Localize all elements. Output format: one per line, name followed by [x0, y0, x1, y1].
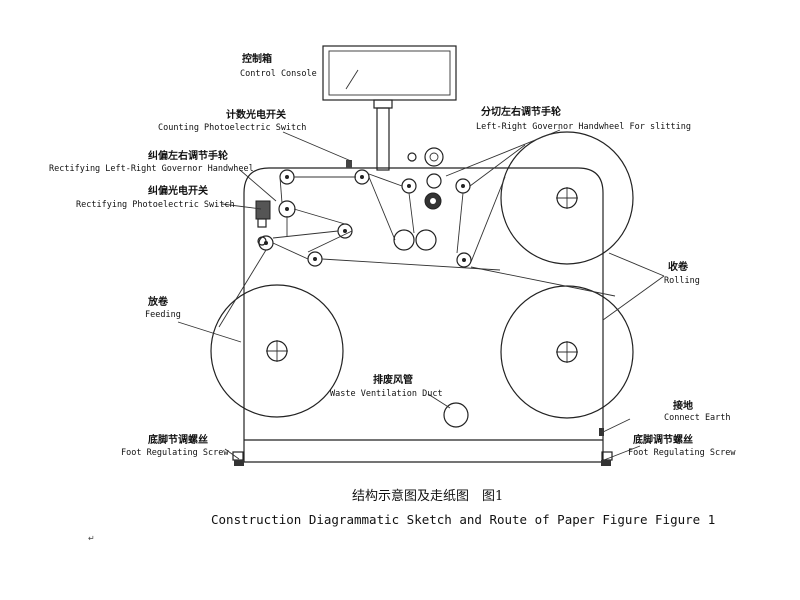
label-waste-duct: 排废风管 Waste Ventilation Duct: [330, 373, 443, 399]
label-rectifying-handwheel: 纠偏左右调节手轮 Rectifying Left-Right Governor …: [49, 149, 254, 174]
stray-mark: ↵: [88, 534, 95, 543]
label-rectifying-switch: 纠偏光电开关 Rectifying Photoelectric Switch: [76, 184, 235, 210]
rolling-roll-bottom: [500, 285, 634, 419]
rectifying-device: [255, 160, 352, 246]
label-rolling: 收卷 Rolling: [664, 260, 700, 286]
svg-text:排废风管: 排废风管: [373, 373, 413, 386]
guide-rollers: [258, 147, 472, 268]
svg-text:控制箱: 控制箱: [242, 52, 272, 65]
waste-duct: [443, 402, 469, 428]
svg-text:Waste Ventilation Duct: Waste Ventilation Duct: [330, 389, 443, 399]
svg-text:分切左右调节手轮: 分切左右调节手轮: [481, 105, 561, 118]
svg-text:纠偏左右调节手轮: 纠偏左右调节手轮: [148, 149, 228, 162]
svg-text:收卷: 收卷: [668, 260, 689, 273]
svg-text:Foot Regulating Screw: Foot Regulating Screw: [628, 448, 736, 458]
svg-text:底脚节调螺丝: 底脚节调螺丝: [148, 433, 208, 446]
leader-lines: [177, 69, 665, 461]
label-foot-screw-right: 底脚调节螺丝 Foot Regulating Screw: [628, 433, 736, 458]
svg-text:Construction Diagrammatic Sket: Construction Diagrammatic Sketch and Rou…: [211, 512, 715, 527]
svg-text:计数光电开关: 计数光电开关: [226, 108, 286, 121]
label-connect-earth: 接地 Connect Earth: [664, 399, 731, 423]
svg-text:Left-Right Governor Handwheel: Left-Right Governor Handwheel For slitti…: [476, 122, 691, 132]
svg-text:Rectifying Left-Right Governor: Rectifying Left-Right Governor Handwheel: [49, 164, 254, 174]
machine-feet: [232, 428, 613, 466]
svg-text:纠偏光电开关: 纠偏光电开关: [148, 184, 208, 197]
svg-text:Rolling: Rolling: [664, 276, 700, 286]
svg-text:底脚调节螺丝: 底脚调节螺丝: [633, 433, 693, 446]
svg-text:Foot Regulating Screw: Foot Regulating Screw: [121, 448, 229, 458]
label-foot-screw-left: 底脚节调螺丝 Foot Regulating Screw: [121, 433, 229, 458]
figure-caption: 结构示意图及走纸图 图1 Construction Diagrammatic S…: [211, 488, 715, 527]
svg-text:Counting Photoelectric Switch: Counting Photoelectric Switch: [158, 123, 306, 133]
label-counting-switch: 计数光电开关 Counting Photoelectric Switch: [158, 108, 306, 133]
svg-text:Rectifying Photoelectric Switc: Rectifying Photoelectric Switch: [76, 200, 235, 210]
svg-text:Control Console: Control Console: [240, 69, 317, 79]
machine-frame: [243, 167, 604, 463]
feeding-roll: [210, 284, 344, 418]
svg-text:接地: 接地: [673, 399, 693, 412]
label-feeding: 放卷 Feeding: [145, 295, 181, 320]
paper-route: [218, 144, 616, 328]
label-slitting-handwheel: 分切左右调节手轮 Left-Right Governor Handwheel F…: [476, 105, 691, 132]
label-control-console: 控制箱 Control Console: [240, 52, 317, 79]
svg-text:放卷: 放卷: [147, 295, 169, 308]
rolling-roll-top: [500, 131, 634, 265]
svg-text:结构示意图及走纸图 图1: 结构示意图及走纸图 图1: [352, 488, 503, 504]
svg-text:Connect Earth: Connect Earth: [664, 413, 731, 423]
svg-text:Feeding: Feeding: [145, 310, 181, 320]
control-console: [322, 45, 457, 171]
